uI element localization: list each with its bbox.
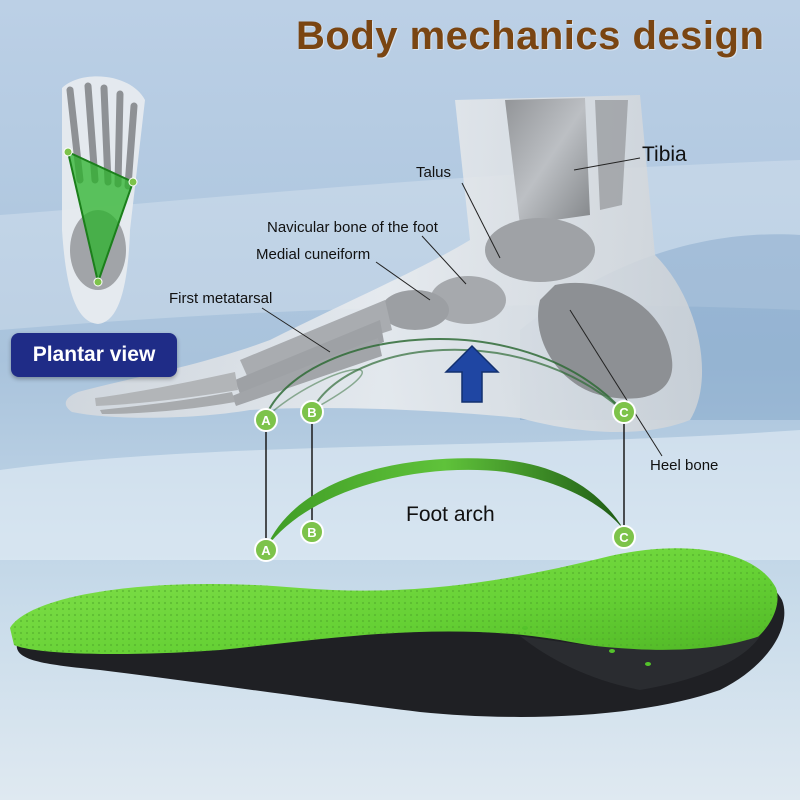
foot-arch-model — [266, 458, 624, 548]
point-c-top: C — [612, 400, 636, 424]
svg-text:A: A — [261, 413, 271, 428]
insole — [10, 548, 785, 717]
point-b-bottom: B — [300, 520, 324, 544]
label-medial-cuneiform: Medial cuneiform — [256, 246, 371, 263]
label-foot-arch: Foot arch — [406, 503, 495, 526]
page-title: Body mechanics design — [296, 14, 765, 58]
point-c-bottom: C — [612, 525, 636, 549]
plantar-view-badge: Plantar view — [11, 333, 177, 377]
svg-text:C: C — [619, 405, 629, 420]
label-tibia: Tibia — [642, 143, 687, 166]
label-pointers — [261, 157, 663, 457]
water-haze — [0, 430, 800, 560]
support-arrow-icon — [444, 344, 500, 403]
svg-text:C: C — [619, 530, 629, 545]
plantar-view-image — [62, 76, 145, 324]
point-a-bottom: A — [254, 538, 278, 562]
label-talus: Talus — [416, 164, 452, 181]
label-heel-bone: Heel bone — [650, 457, 719, 474]
svg-text:B: B — [307, 405, 316, 420]
svg-text:B: B — [307, 525, 316, 540]
label-first-metatarsal: First metatarsal — [169, 290, 273, 307]
label-navicular-bone: Navicular bone of the foot — [267, 219, 438, 236]
point-a-top: A — [254, 408, 278, 432]
point-b-top: B — [300, 400, 324, 424]
svg-text:A: A — [261, 543, 271, 558]
